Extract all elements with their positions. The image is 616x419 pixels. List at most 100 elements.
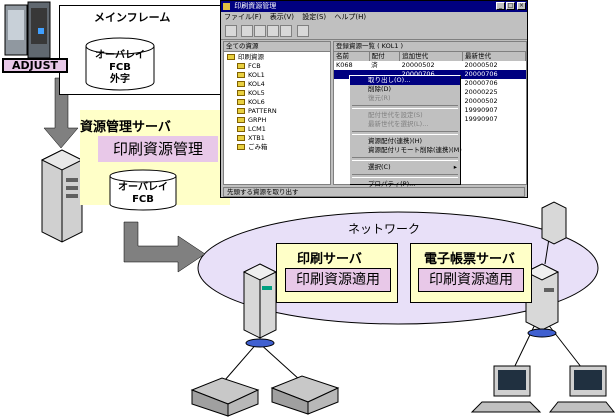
column-header[interactable]: 最新世代	[462, 52, 526, 61]
folder-icon	[237, 108, 245, 114]
context-menu: 取り出し(O)... 削除(D) 復元(R) 配付世代を設定(S) 最新世代を選…	[349, 75, 462, 188]
folder-icon	[237, 81, 245, 87]
menu-item-extract[interactable]: 取り出し(O)...	[350, 76, 460, 85]
menubar: ファイル(F) 表示(V) 設定(S) ヘルプ(H)	[221, 12, 527, 23]
menu-item-select-latest[interactable]: 最新世代を選択(L)...	[368, 120, 429, 128]
tree-item[interactable]: KOL4	[237, 80, 330, 89]
mainframe-computer-icon	[4, 1, 51, 59]
tree-item[interactable]: KOL6	[237, 98, 330, 107]
menu-item-restore[interactable]: 復元(R)	[368, 94, 391, 102]
minimize-button[interactable]: _	[496, 2, 505, 10]
menu-help[interactable]: ヘルプ(H)	[334, 13, 367, 21]
eform-server-label: 電子帳票サーバ	[424, 252, 515, 267]
toolbar-help-icon[interactable]	[297, 25, 309, 37]
folder-icon	[237, 63, 245, 69]
toolbar-list-icon[interactable]	[267, 25, 279, 37]
print-resource-manager-window: 印刷資源管理 _ □ × ファイル(F) 表示(V) 設定(S) ヘルプ(H) …	[220, 0, 528, 198]
table-cell: 20000502	[401, 61, 435, 69]
line-print-server-b	[257, 341, 301, 381]
folder-icon	[237, 90, 245, 96]
arrow-server-to-network	[123, 221, 206, 273]
folder-icon	[237, 99, 245, 105]
window-titlebar[interactable]: 印刷資源管理 _ □ ×	[221, 1, 527, 12]
table-row[interactable]: 20000706 20000706	[334, 70, 526, 79]
tree-item[interactable]: XTB1	[237, 134, 330, 143]
resource-server-label: 資源管理サーバ	[80, 120, 171, 135]
tree-item[interactable]: KOL1	[237, 71, 330, 80]
pc-icon	[548, 365, 616, 413]
mainframe-overlay-text: オーバレイ	[95, 50, 145, 61]
printer-icon	[190, 377, 260, 417]
mainframe-label: メインフレーム	[94, 11, 171, 24]
tree-pane-title: 全ての資源	[224, 42, 330, 52]
close-button[interactable]: ×	[517, 2, 526, 10]
table-cell: 20000706	[464, 79, 498, 87]
window-title: 印刷資源管理	[234, 2, 277, 10]
folder-icon	[227, 54, 235, 60]
eform-server-app: 印刷資源適用	[418, 268, 524, 292]
table-cell: 済	[371, 61, 378, 69]
table-cell: 20000706	[401, 70, 435, 78]
table-cell: K068	[336, 61, 353, 69]
folder-icon	[237, 126, 245, 132]
folder-icon	[237, 117, 245, 123]
adjust-badge: ADJUST	[2, 58, 68, 73]
menu-item-delete[interactable]: 削除(D)	[368, 85, 392, 93]
toolbar-details-icon[interactable]	[280, 25, 292, 37]
table-cell: 19990907	[464, 115, 498, 123]
server-overlay-text: オーバレイ	[118, 182, 168, 193]
tree-item[interactable]: LCM1	[237, 125, 330, 134]
toolbar-small-icons-icon[interactable]	[254, 25, 266, 37]
menu-item-distribute[interactable]: 資源配付(連携)(H)	[368, 137, 423, 145]
status-bar: 先頭する資源を取り出す	[223, 187, 525, 197]
app-icon	[223, 2, 230, 10]
print-server-icon	[242, 263, 278, 348]
print-server-app: 印刷資源適用	[285, 268, 391, 292]
menu-separator	[352, 174, 458, 178]
mainframe-gaiji-text: 外字	[110, 74, 130, 85]
menu-separator	[352, 157, 458, 161]
tree-item[interactable]: GRPH	[237, 116, 330, 125]
print-server-label: 印刷サーバ	[297, 252, 362, 267]
folder-icon	[237, 135, 245, 141]
server-overlay-disk-icon	[109, 169, 177, 211]
column-header[interactable]: 配付	[369, 52, 401, 61]
menu-item-properties[interactable]: プロパティ(P)...	[368, 180, 416, 188]
toolbar-large-icons-icon[interactable]	[241, 25, 253, 37]
menu-view[interactable]: 表示(V)	[269, 13, 294, 21]
server-fcb-text: FCB	[132, 194, 154, 205]
trash-icon	[237, 144, 245, 150]
tree-item[interactable]: FCB	[237, 62, 330, 71]
menu-item-set-generation[interactable]: 配付世代を設定(S)	[368, 111, 423, 119]
tree-item[interactable]: ごみ箱	[237, 143, 330, 152]
menu-item-remote-delete[interactable]: 資源配付リモート削除(連携)(M)	[368, 146, 462, 154]
menu-separator	[352, 105, 458, 109]
column-header[interactable]: 追加世代	[399, 52, 464, 61]
printer-icon	[270, 375, 340, 415]
line-print-server-a	[224, 341, 259, 381]
column-header[interactable]: 名前	[334, 52, 370, 61]
pc-icon	[470, 365, 542, 413]
overlay-disk-icon	[85, 37, 155, 91]
menu-file[interactable]: ファイル(F)	[224, 13, 262, 21]
tree-root[interactable]: 印刷資源	[227, 53, 330, 62]
eform-server-icon	[524, 201, 567, 338]
toolbar-folder-icon[interactable]	[225, 25, 237, 37]
menu-separator	[352, 131, 458, 135]
tree-item[interactable]: KOL5	[237, 89, 330, 98]
menu-settings[interactable]: 設定(S)	[302, 13, 327, 21]
table-cell: 19990907	[464, 106, 498, 114]
resource-server-app: 印刷資源管理	[98, 136, 218, 162]
list-pane-title: 登録資源一覧 ( KOL1 )	[334, 42, 526, 52]
folder-icon	[237, 72, 245, 78]
resource-server-icon	[40, 149, 84, 243]
maximize-button[interactable]: □	[506, 2, 515, 10]
menu-item-select[interactable]: 選択(C)▸	[368, 163, 457, 171]
table-cell: 20000706	[464, 70, 498, 78]
tree-item[interactable]: PATTERN	[237, 107, 330, 116]
table-cell: 20000502	[464, 97, 498, 105]
toolbar	[221, 23, 527, 40]
table-cell: 20000225	[464, 88, 498, 96]
